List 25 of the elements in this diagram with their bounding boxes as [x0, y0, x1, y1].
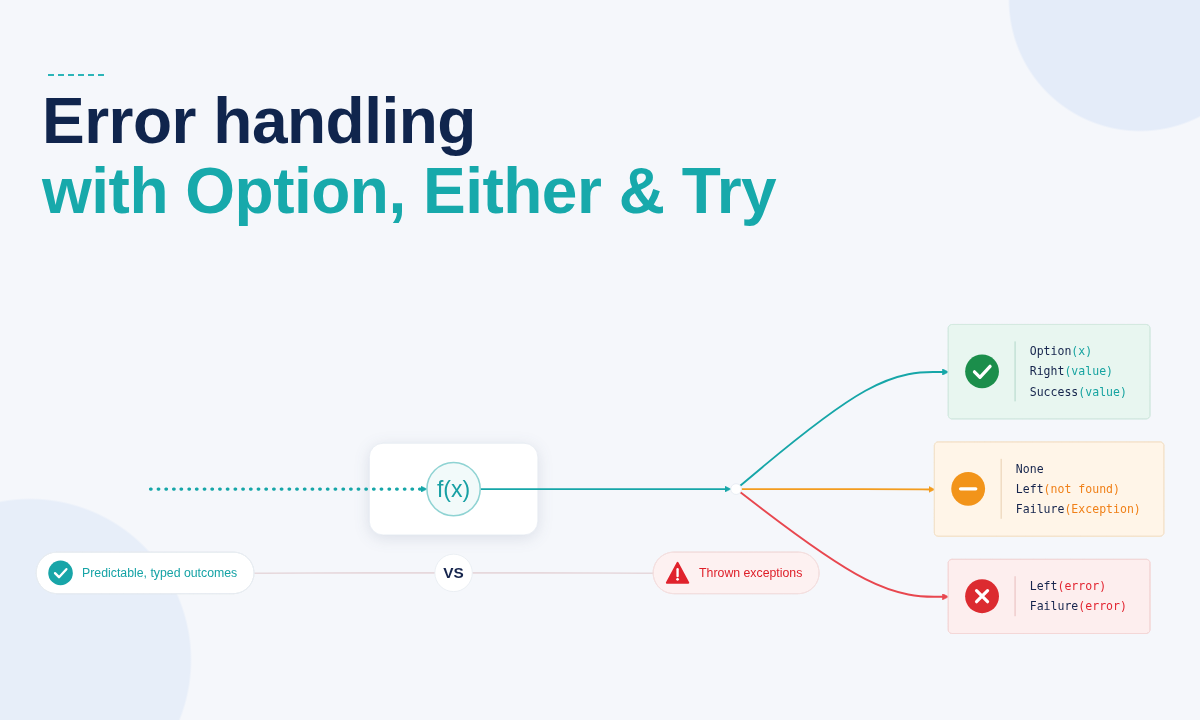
outcome-box: [947, 324, 1151, 420]
code-line: None: [1015, 461, 1044, 476]
comparison-text: Predictable, typed outcomes: [82, 565, 238, 580]
title: Error handling with Option, Either & Try: [42, 86, 777, 227]
function-label: f(x): [435, 475, 472, 504]
outcome-box: [947, 558, 1151, 634]
code-line: Right(value): [1029, 364, 1113, 379]
code-line: Left(error): [1029, 579, 1107, 594]
comparison-pill: [35, 551, 255, 595]
arrow: [740, 486, 936, 493]
arrow: [739, 491, 949, 601]
arrow: [148, 485, 428, 493]
arrow: [739, 368, 949, 487]
code-line: Failure(Exception): [1015, 502, 1141, 517]
comparison-pill: [652, 551, 820, 595]
code-line: Left(not found): [1015, 482, 1120, 496]
code-line: Option(x): [1029, 344, 1093, 359]
vs-text: VS: [442, 563, 465, 584]
comparison-text: Thrown exceptions: [699, 565, 803, 580]
code-line: Failure(error): [1029, 599, 1127, 614]
function-circle: [426, 461, 481, 517]
outcome-box: [933, 441, 1165, 537]
junction-dot: [730, 483, 742, 495]
vs-circle: [434, 553, 473, 592]
code-line: Success(value): [1029, 384, 1127, 399]
